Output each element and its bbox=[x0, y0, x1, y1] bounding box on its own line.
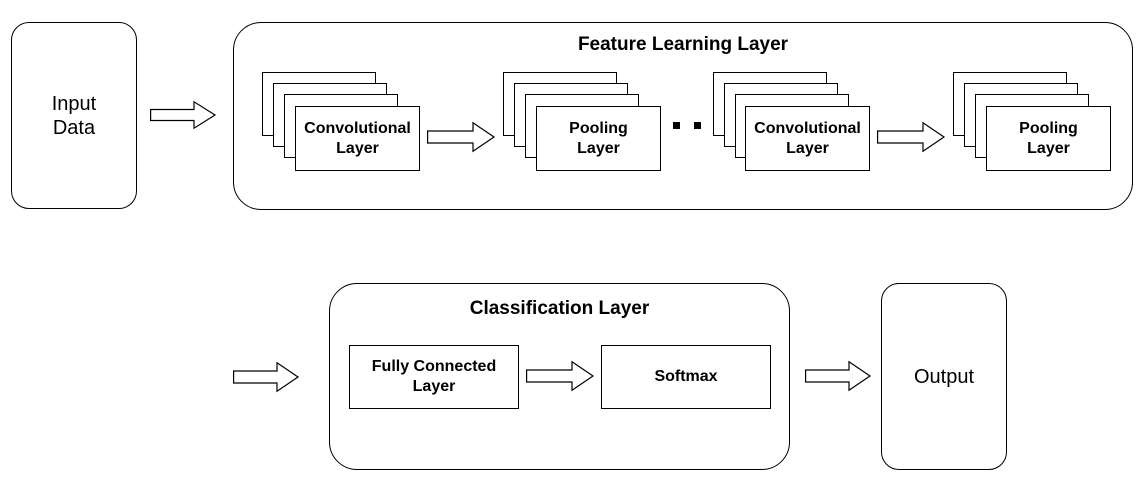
input-data-box: Input Data bbox=[11, 22, 137, 209]
pooling-layer-2-label-line1: Pooling bbox=[1019, 119, 1078, 137]
ellipsis-dot-1 bbox=[673, 122, 680, 129]
input-data-label-line1: Input bbox=[51, 92, 97, 115]
conv-layer-2-label-line2: Layer bbox=[786, 139, 829, 157]
input-data-label-line2: Data bbox=[52, 116, 96, 139]
softmax-label: Softmax bbox=[654, 368, 718, 385]
conv-layer-box-1: Convolutional Layer bbox=[295, 106, 420, 171]
arrow-input-to-feature-icon bbox=[150, 100, 217, 130]
arrow-conv-to-pool-1-icon bbox=[427, 121, 496, 153]
softmax-box: Softmax bbox=[601, 345, 771, 409]
feature-learning-title: Feature Learning Layer bbox=[577, 34, 789, 55]
fully-connected-label-line1: Fully Connected bbox=[371, 358, 497, 375]
arrow-conv-to-pool-2-icon bbox=[877, 121, 946, 153]
fully-connected-layer-box: Fully Connected Layer bbox=[349, 345, 519, 409]
pooling-layer-1-label-line2: Layer bbox=[577, 139, 620, 157]
fully-connected-label-line2: Layer bbox=[412, 378, 456, 395]
output-label: Output bbox=[913, 365, 975, 388]
pooling-layer-box-2: Pooling Layer bbox=[986, 106, 1111, 171]
arrow-into-classification-icon bbox=[233, 361, 300, 393]
conv-layer-box-2: Convolutional Layer bbox=[745, 106, 870, 171]
conv-layer-1-label-line2: Layer bbox=[336, 139, 379, 157]
pooling-layer-1-label-line1: Pooling bbox=[569, 119, 628, 137]
arrow-to-output-icon bbox=[805, 360, 872, 392]
pooling-layer-box-1: Pooling Layer bbox=[536, 106, 661, 171]
classification-title: Classification Layer bbox=[469, 298, 650, 319]
arrow-fc-to-softmax-icon bbox=[526, 360, 595, 392]
pooling-layer-2-label-line2: Layer bbox=[1027, 139, 1070, 157]
conv-layer-1-label-line1: Convolutional bbox=[304, 119, 411, 137]
conv-layer-2-label-line1: Convolutional bbox=[754, 119, 861, 137]
ellipsis-dot-2 bbox=[694, 122, 701, 129]
output-box: Output bbox=[881, 283, 1007, 470]
